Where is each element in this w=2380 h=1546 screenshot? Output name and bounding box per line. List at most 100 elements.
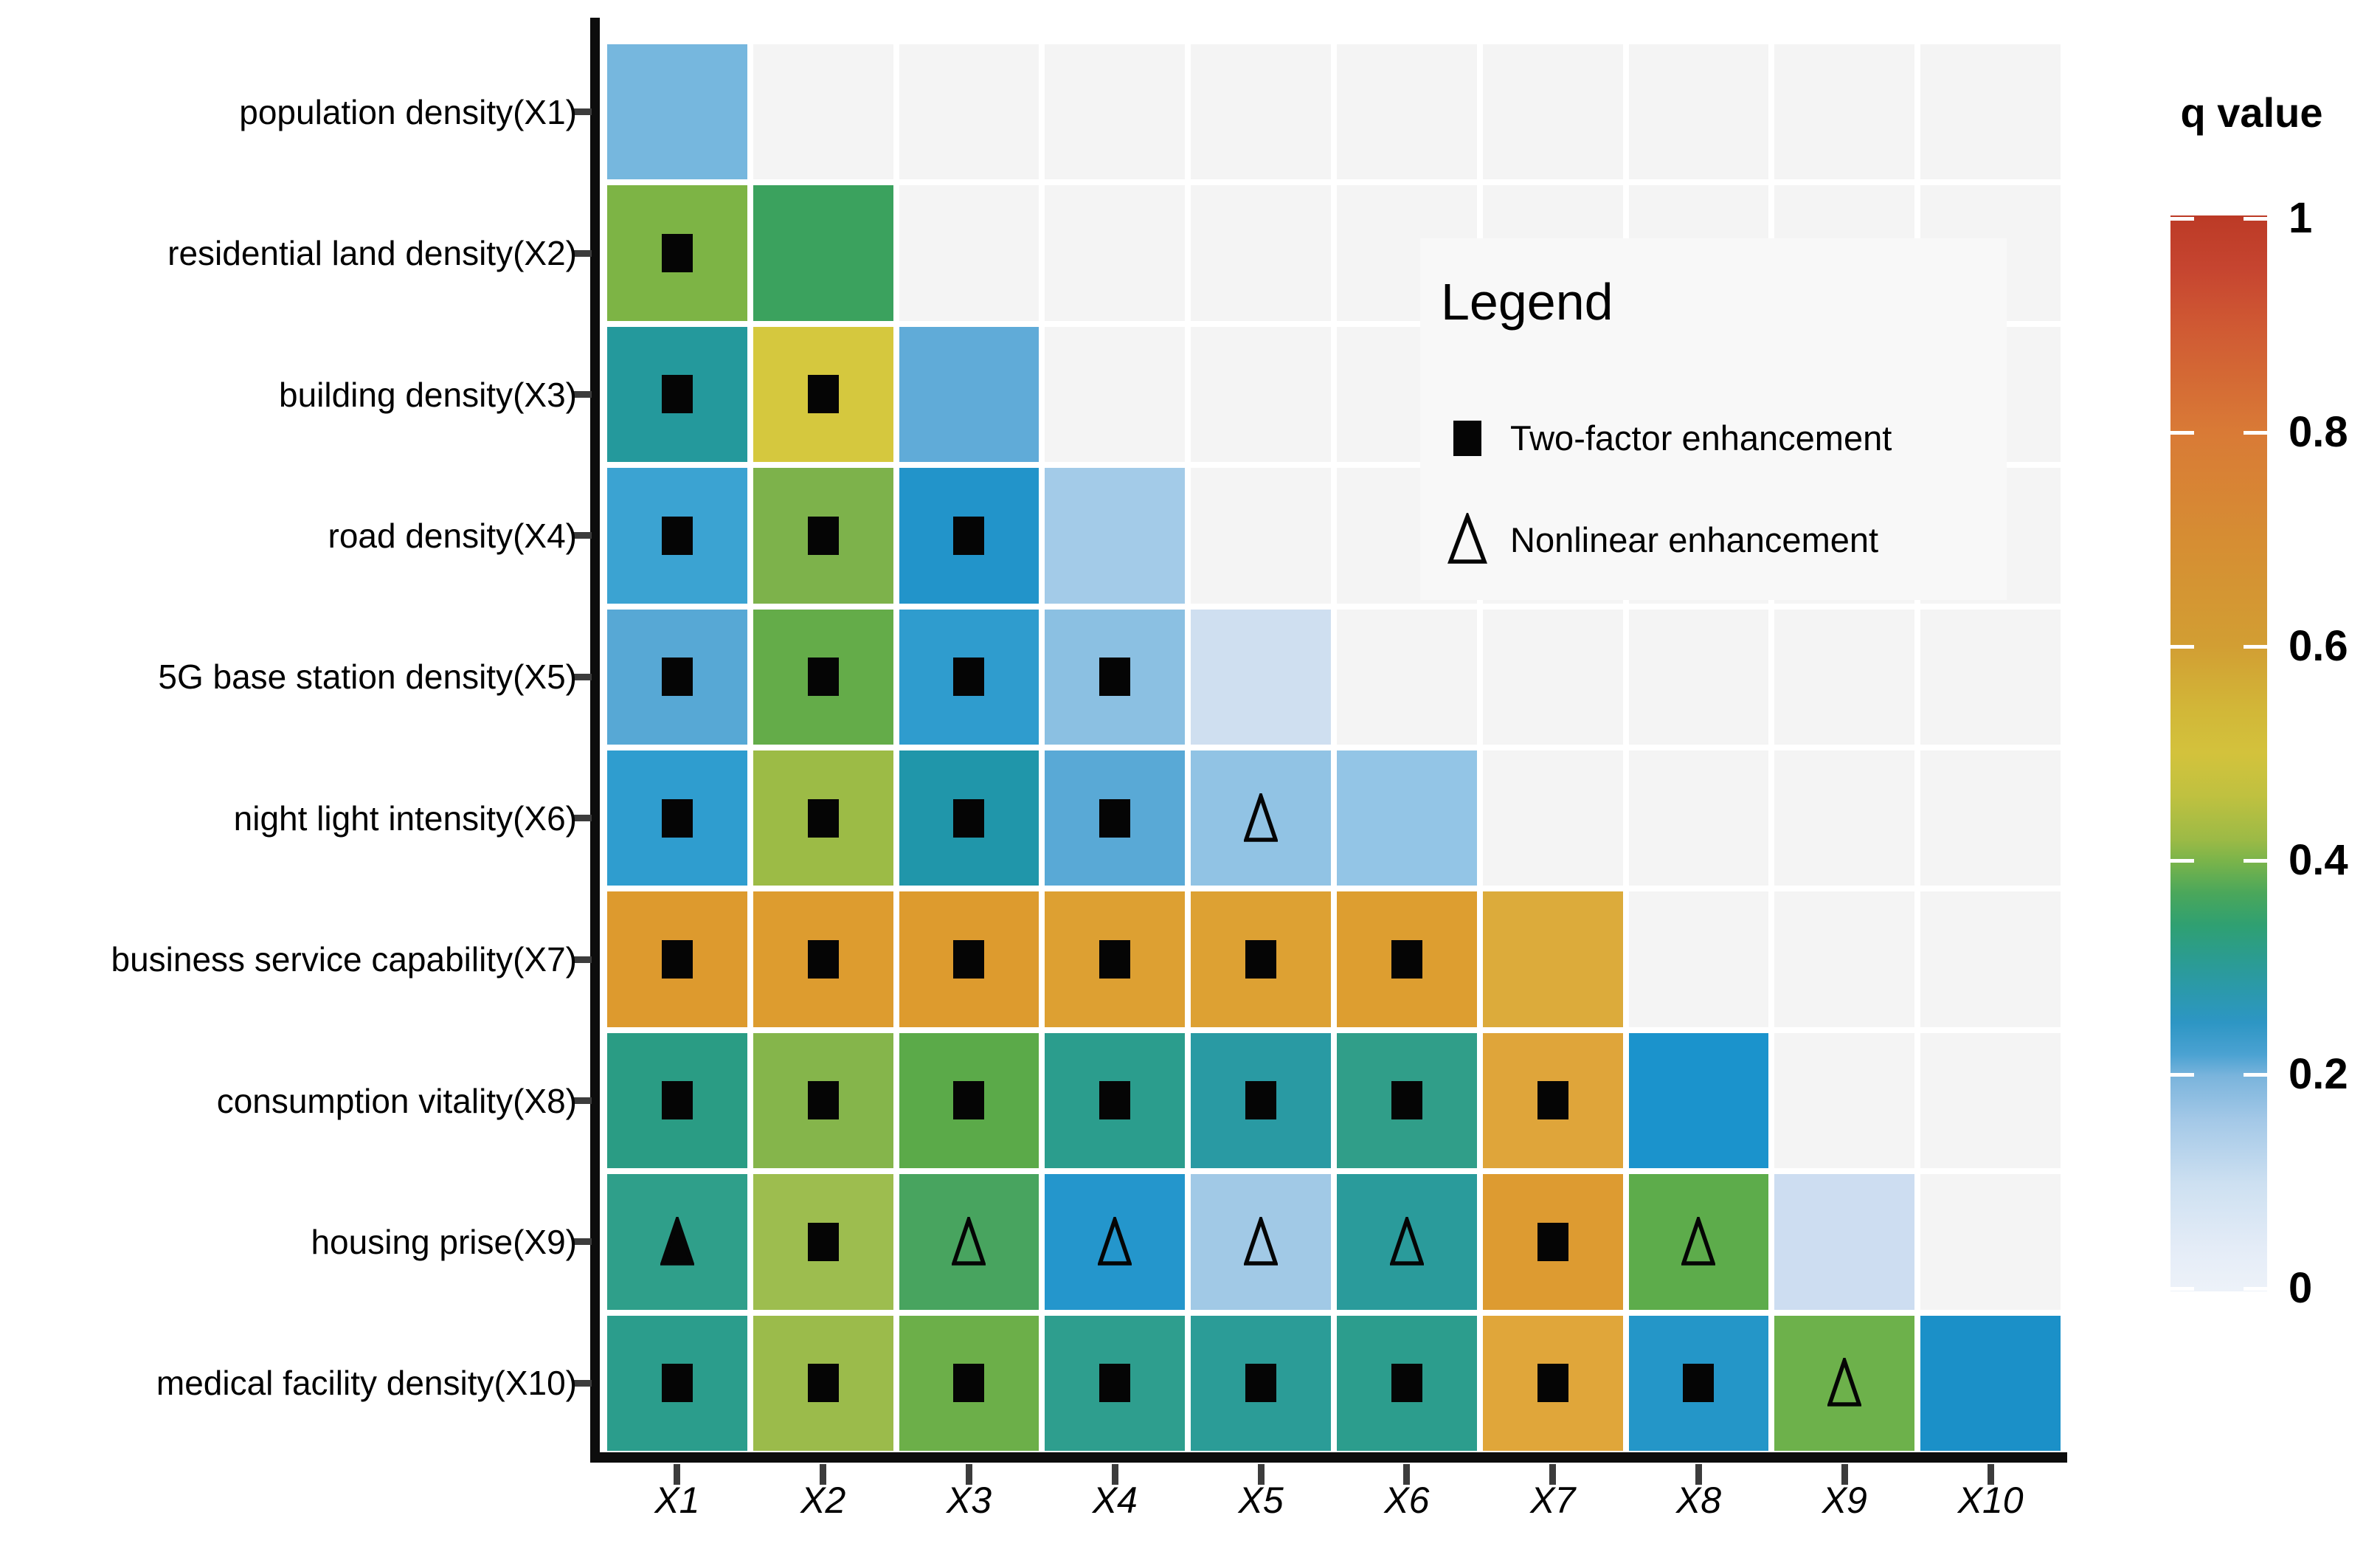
heatmap-cell-X8-X8 <box>1628 1032 1769 1169</box>
heatmap-cell-X5-X1 <box>607 609 747 745</box>
heatmap-grid <box>607 44 2061 1451</box>
x-axis-label-X3: X3 <box>946 1480 992 1521</box>
y-axis-line <box>590 18 600 1463</box>
heatmap-cell-X6-X2 <box>753 750 893 886</box>
heatmap-cell-empty <box>899 44 1039 180</box>
heatmap-cell-empty <box>1774 44 1915 180</box>
two-factor-square-symbol <box>661 1081 693 1120</box>
y-axis-label-X1: population density(X1) <box>239 92 577 131</box>
heatmap-cell-X5-X2 <box>753 609 893 745</box>
heatmap-cell-empty <box>1191 185 1331 321</box>
x-axis-tick <box>1549 1464 1557 1485</box>
heatmap-cell-X10-X3 <box>899 1315 1039 1451</box>
heatmap-cell-X7-X1 <box>607 891 747 1027</box>
heatmap-cell-X10-X10 <box>1920 1315 2061 1451</box>
heatmap-cell-X8-X2 <box>753 1032 893 1169</box>
x-axis-tick <box>1987 1464 1994 1485</box>
nonlinear-triangle-icon <box>1438 513 1497 566</box>
heatmap-cell-empty <box>1920 891 2061 1027</box>
nonlinear-triangle-filled-symbol <box>660 1216 694 1266</box>
heatmap-cell-X3-X1 <box>607 326 747 463</box>
heatmap-cell-X4-X1 <box>607 468 747 604</box>
x-axis-label-X2: X2 <box>800 1480 846 1521</box>
y-axis-tick <box>572 673 592 680</box>
heatmap-cell-empty <box>1920 44 2061 180</box>
y-axis-tick <box>572 249 592 257</box>
two-factor-square-symbol <box>953 1364 985 1403</box>
y-axis-tick <box>572 532 592 539</box>
heatmap-cell-empty <box>1628 609 1769 745</box>
colorbar-tick-dash <box>2244 430 2267 435</box>
colorbar-tick-dash <box>2170 430 2194 435</box>
heatmap-cell-X10-X1 <box>607 1315 747 1451</box>
heatmap-cell-empty <box>753 44 893 180</box>
heatmap-cell-X9-X2 <box>753 1174 893 1310</box>
heatmap-cell-X10-X6 <box>1337 1315 1477 1451</box>
nonlinear-triangle-symbol <box>1244 1216 1279 1266</box>
x-axis-label-X5: X5 <box>1238 1480 1284 1521</box>
heatmap-cell-X10-X4 <box>1045 1315 1186 1451</box>
heatmap-cell-X7-X5 <box>1191 891 1331 1027</box>
heatmap-cell-X10-X7 <box>1482 1315 1623 1451</box>
two-factor-square-symbol <box>1099 1081 1131 1120</box>
heatmap-cell-X3-X2 <box>753 326 893 463</box>
x-axis-tick <box>1111 1464 1118 1485</box>
colorbar-tick-label-0.8: 0.8 <box>2289 408 2348 456</box>
two-factor-square-symbol <box>953 940 985 979</box>
heatmap-cell-X5-X3 <box>899 609 1039 745</box>
heatmap-cell-X9-X6 <box>1337 1174 1477 1310</box>
heatmap-cell-X7-X7 <box>1482 891 1623 1027</box>
colorbar-tick-label-0: 0 <box>2289 1264 2313 1312</box>
heatmap-cell-empty <box>1628 891 1769 1027</box>
x-axis-tick <box>1257 1464 1265 1485</box>
two-factor-square-symbol <box>1537 1222 1568 1261</box>
two-factor-square-symbol <box>661 658 693 697</box>
heatmap-cell-empty <box>1628 750 1769 886</box>
two-factor-square-icon <box>1438 420 1497 456</box>
two-factor-square-symbol <box>1099 798 1131 838</box>
heatmap-cell-X7-X6 <box>1337 891 1477 1027</box>
colorbar-tick-dash <box>2244 1072 2267 1077</box>
heatmap-cell-X6-X6 <box>1337 750 1477 886</box>
heatmap-cell-X10-X8 <box>1628 1315 1769 1451</box>
two-factor-square-symbol <box>807 375 839 414</box>
heatmap-cell-X4-X2 <box>753 468 893 604</box>
heatmap-cell-empty <box>1920 1174 2061 1310</box>
two-factor-square-symbol <box>807 1222 839 1261</box>
x-axis-label-X4: X4 <box>1092 1480 1138 1521</box>
heatmap-cell-empty <box>1774 609 1915 745</box>
two-factor-square-symbol <box>953 798 985 838</box>
two-factor-square-symbol <box>953 516 985 555</box>
heatmap-cell-empty <box>1920 750 2061 886</box>
two-factor-square-symbol <box>1099 1364 1131 1403</box>
two-factor-square-symbol <box>807 658 839 697</box>
two-factor-square-symbol <box>1099 940 1131 979</box>
two-factor-square-symbol <box>807 1364 839 1403</box>
two-factor-square-symbol <box>953 1081 985 1120</box>
heatmap-cell-X1-X1 <box>607 44 747 180</box>
heatmap-cell-empty <box>1045 326 1186 463</box>
y-axis-tick <box>572 815 592 822</box>
heatmap-cell-empty <box>1482 44 1623 180</box>
two-factor-square-symbol <box>661 1364 693 1403</box>
two-factor-square-symbol <box>1537 1081 1568 1120</box>
heatmap-cell-X10-X5 <box>1191 1315 1331 1451</box>
two-factor-square-symbol <box>661 375 693 414</box>
heatmap-cell-X3-X3 <box>899 326 1039 463</box>
legend-item-two-factor: Two-factor enhancement <box>1438 418 1892 458</box>
x-axis-label-X8: X8 <box>1675 1480 1722 1521</box>
heatmap-cell-X8-X4 <box>1045 1032 1186 1169</box>
two-factor-square-symbol <box>807 516 839 555</box>
x-axis-label-X9: X9 <box>1822 1480 1867 1521</box>
x-axis-tick <box>1841 1464 1848 1485</box>
heatmap-cell-X6-X5 <box>1191 750 1331 886</box>
colorbar-tick-dash <box>2170 644 2194 649</box>
nonlinear-triangle-symbol <box>952 1216 986 1266</box>
colorbar-tick-label-1: 1 <box>2289 194 2313 242</box>
two-factor-square-symbol <box>1245 940 1277 979</box>
two-factor-square-symbol <box>1391 1081 1422 1120</box>
heatmap-cell-X9-X4 <box>1045 1174 1186 1310</box>
legend-item-label: Nonlinear enhancement <box>1510 520 1879 559</box>
x-axis-tick <box>820 1464 827 1485</box>
two-factor-square-symbol <box>807 798 839 838</box>
